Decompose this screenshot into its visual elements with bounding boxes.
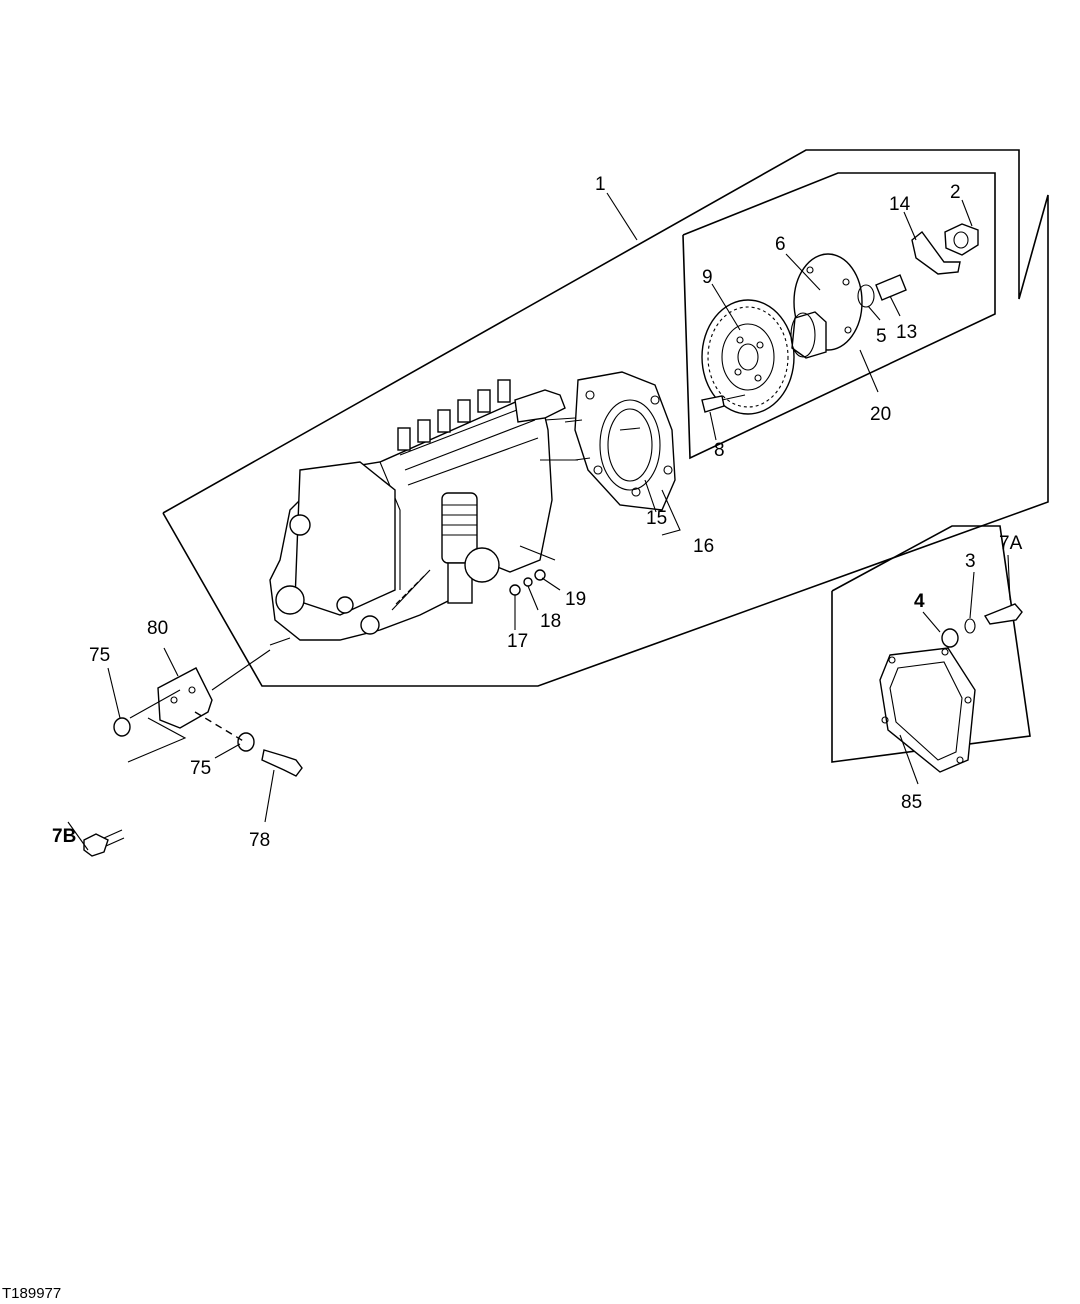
subassembly-20-outline [682,172,996,460]
callout-3: 3 [965,551,976,572]
callout-20: 20 [870,404,891,425]
callout-5: 5 [876,326,887,347]
callout-75-left: 75 [89,645,110,666]
callout-85: 85 [901,792,922,813]
callout-16: 16 [693,536,714,557]
snap-ring-5 [857,284,875,308]
injection-pump-body [269,379,578,646]
callout-6: 6 [775,234,786,255]
bracket-80 [157,649,271,729]
nut-17 [509,584,521,596]
kit-85-outline [831,525,1031,763]
washer-4 [941,628,959,648]
callout-7b: 7B [52,826,76,847]
callout-8: 8 [714,440,725,461]
callout-75-right: 75 [190,758,211,779]
assembly-1-outline [162,149,1049,687]
washer-75-left [113,717,131,737]
bolt-7a [983,603,1023,625]
callout-14: 14 [889,194,911,215]
gasket-85 [879,647,976,773]
callout-18: 18 [540,611,561,632]
callout-78: 78 [249,830,270,851]
callouts: 1 2 14 6 9 5 13 20 8 15 16 19 18 17 7A 3… [52,174,1023,851]
callout-80: 80 [147,618,168,639]
figure-id: T189977 [2,1285,61,1302]
nut-2 [944,223,979,256]
lock-plate-14 [911,230,961,275]
key-13 [875,274,907,301]
gear-hub [790,253,863,359]
callout-9: 9 [702,267,713,288]
washer-3 [964,618,976,634]
washer-75-right [237,732,255,752]
callout-4: 4 [914,591,925,612]
pump-adapter-housing [564,371,676,511]
leader-lines [67,192,1011,851]
callout-1: 1 [595,174,606,195]
callout-2: 2 [950,182,961,203]
callout-19: 19 [565,589,586,610]
callout-17: 17 [507,631,528,652]
bolt-78 [261,749,303,777]
bolt-7b [83,829,125,857]
drive-gear [701,299,795,415]
callout-13: 13 [896,322,917,343]
callout-7a: 7A [999,533,1023,554]
washer-18 [523,577,533,587]
bolt-8 [701,394,746,413]
callout-15: 15 [646,508,667,529]
washer-19 [534,569,546,581]
